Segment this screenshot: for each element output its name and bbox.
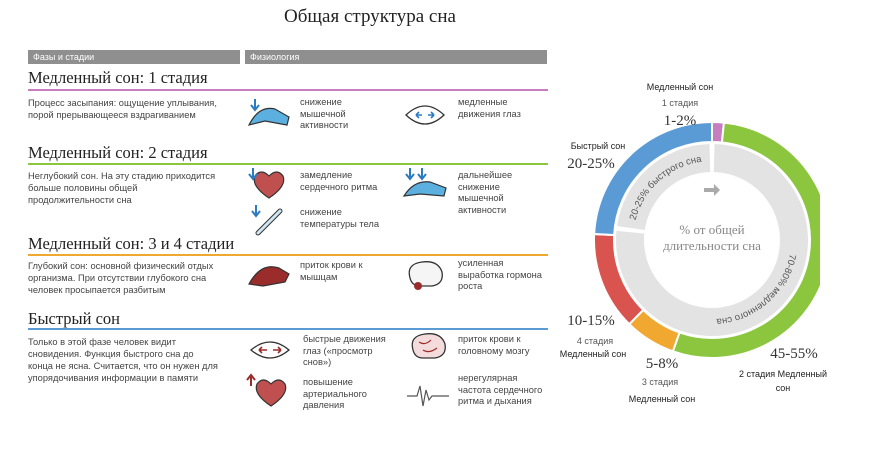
value-stage3: 5-8% [645,356,679,372]
stage-2-title: Медленный сон: 2 стадия [28,143,208,162]
sleep-donut-chart: 70-80% медленного сна 20-25% быстрого сн… [593,120,820,359]
effect-rapid-eye: быстрые движения глаз («просмотр снов») [303,334,386,367]
inner-ring-segment-1 [617,144,711,231]
rem-description: Только в этой фазе человек видит сновиде… [28,337,218,383]
value-rem: 20-25% [567,156,615,172]
value-stage4: 10-15% [567,313,615,329]
heart-rhythm-icon [407,385,449,407]
stage-1-description: Процесс засыпания: ощущение уплывания, п… [28,98,217,120]
direction-arrow-icon [704,184,720,196]
label-stage1-bottom: 1 стадия [661,98,699,108]
label-stage1-top: Медленный сон [646,82,714,92]
header-phases: Фазы и стадии [28,50,240,64]
effect-blood-pressure: повышение артериального давления [303,377,367,410]
stage-2-divider [28,163,548,165]
label-stage3-top: 3 стадия [641,377,679,387]
label-stage4-top: 4 стадия [576,336,614,346]
value-stage1: 1-2% [663,113,697,129]
brain-icon [408,261,443,290]
stage-1-divider [28,89,548,91]
effect-blood-muscles: приток крови к мышцам [300,260,363,282]
donut-inner-ring [616,144,808,336]
page-title: Общая структура сна [284,6,456,27]
heart-icon [248,168,285,199]
stage-34-description: Глубокий сон: основной физический отдых … [28,261,214,295]
effect-brain-blood: приток крови к головному мозгу [458,334,530,356]
donut-outer-ring [593,120,820,359]
stage-1-title: Медленный сон: 1 стадия [28,68,208,87]
eye-movement-icon [249,341,291,359]
stage-34-title: Медленный сон: 3 и 4 стадии [28,234,235,253]
label-stage4-bottom: Медленный сон [559,349,627,359]
eye-movement-icon [405,105,445,125]
effect-growth-hormone: усиленная выработка гормона роста [458,258,542,291]
label-stage2: 2 стадия Медленный сон [738,369,828,393]
thermometer-icon [251,205,283,236]
effect-muscle-activity-further: дальнейшее снижение мышечной активности [458,170,513,215]
rem-divider [28,328,548,330]
label-rem: Быстрый сон [570,141,626,151]
effect-slow-eye: медленные движения глаз [458,97,521,119]
value-stage2: 45-55% [770,346,818,362]
chart-center-label: % от общей длительности сна [663,222,761,253]
header-physiology: Физиология [245,50,547,64]
label-stage3-bottom: Медленный сон [628,394,696,404]
effect-irregular-rhythm: нерегулярная частота сердечного ритма и … [458,373,543,406]
effect-muscle-activity: снижение мышечной активности [300,97,349,130]
effect-heart-rate: замедление сердечного ритма [300,170,378,192]
leg-muscle-icon [402,168,447,197]
effect-body-temperature: снижение температуры тела [300,207,380,229]
brain-icon [411,333,446,359]
heart-pressure-icon [246,373,287,407]
stage-2-description: Неглубокий сон. На эту стадию приходится… [28,171,216,205]
muscle-blood-icon [248,266,290,287]
leg-muscle-icon [247,99,290,126]
rem-title: Быстрый сон [28,309,120,328]
donut-slice-4 [593,120,713,237]
stage-34-divider [28,254,548,256]
